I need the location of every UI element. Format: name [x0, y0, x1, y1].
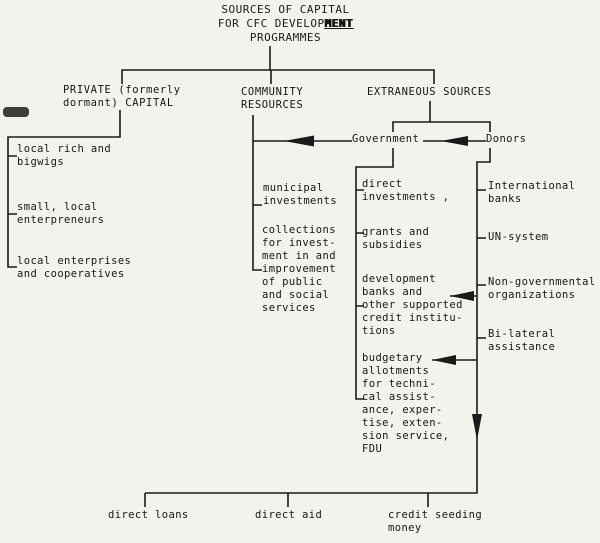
- community-item-collections: collections for invest- ment in and impr…: [262, 224, 336, 314]
- community-bracket: [252, 115, 262, 271]
- arrow-donors-to-government-head: [441, 136, 468, 146]
- private-item-local-rich: local rich and bigwigs: [17, 143, 112, 168]
- arrow-donors-to-devbanks-head: [450, 291, 474, 301]
- scan-artifact: [3, 107, 29, 117]
- branch-private-capital: PRIVATE (formerly dormant) CAPITAL: [63, 84, 181, 109]
- private-bracket: [7, 110, 121, 268]
- output-direct-aid: direct aid: [255, 509, 323, 521]
- government-item-direct-investments: direct investments ,: [362, 178, 450, 203]
- top-branch-connector: [121, 69, 435, 84]
- title-line3: PROGRAMMES: [249, 31, 322, 44]
- output-credit-seeding-money: credit seeding money: [388, 509, 483, 534]
- private-item-local-enterprises: local enterprises and cooperatives: [17, 255, 132, 280]
- title-line2-overstruck: MENT: [324, 17, 354, 30]
- title-line1: SOURCES OF CAPITAL: [221, 3, 350, 16]
- node-donors: Donors: [486, 133, 527, 145]
- private-item-small-local-enterpreneurs: small, local enterpreneurs: [17, 201, 105, 226]
- donors-item-un-system: UN-system: [488, 231, 549, 243]
- donors-item-international-banks: International banks: [488, 180, 576, 205]
- node-government: Government: [352, 133, 420, 145]
- bottom-output-connector: [144, 493, 429, 507]
- arrow-donors-to-budgetary-head: [432, 355, 456, 365]
- output-direct-loans: direct loans: [108, 509, 189, 521]
- extraneous-split-connector: [392, 101, 491, 132]
- community-item-municipal-investments: municipal investments: [263, 182, 337, 207]
- donors-item-ngo: Non-governmental organizations: [488, 276, 596, 301]
- branch-extraneous-sources: EXTRANEOUS SOURCES: [367, 86, 492, 98]
- donors-item-bilateral-assistance: Bi-lateral assistance: [488, 328, 556, 353]
- government-item-budgetary-allotments: budgetary allotments for techni- cal ass…: [362, 352, 450, 455]
- donors-bracket: [145, 148, 491, 494]
- government-bracket: [355, 148, 394, 400]
- title-line2-normal: FOR CFC DEVELOP: [217, 17, 325, 30]
- government-item-development-banks: development banks and other supported cr…: [362, 273, 463, 337]
- title-line2: FOR CFC DEVELOPMENT: [218, 17, 353, 30]
- arrow-down-donors-head: [472, 414, 482, 440]
- government-item-grants-subsidies: grants and subsidies: [362, 226, 430, 251]
- arrow-government-to-community-head: [284, 135, 314, 147]
- page-title: SOURCES OF CAPITAL FOR CFC DEVELOPMENT P…: [178, 3, 393, 45]
- branch-community-resources: COMMUNITY RESOURCES: [241, 86, 304, 111]
